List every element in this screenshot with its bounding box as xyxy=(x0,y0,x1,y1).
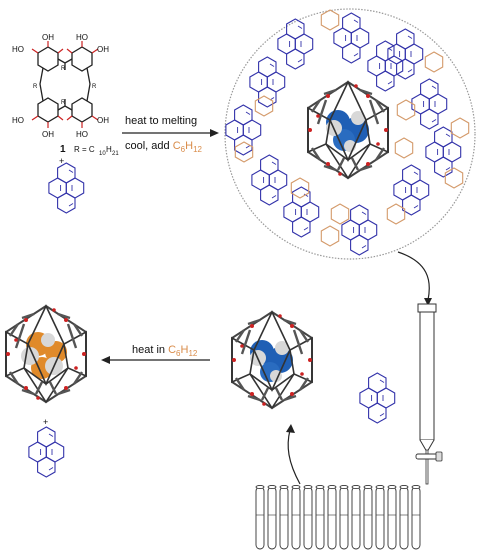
arrow-heat-solvent: heat in C6H12 xyxy=(101,344,210,364)
solvent-c: C xyxy=(173,140,181,152)
curved-arrow xyxy=(397,251,430,301)
compound-number: 1 xyxy=(60,144,66,155)
solvent-sub: 12 xyxy=(188,349,197,358)
solvent-c: C xyxy=(168,344,176,356)
pyrene-icon xyxy=(48,162,85,214)
arrow-label-heat: heat to melting xyxy=(125,115,197,127)
cool-add-text: cool, add xyxy=(125,140,173,152)
test-tube-icon xyxy=(363,484,373,550)
hydroxyl-label: OH xyxy=(97,45,109,54)
capsule-with-pyrene-guests xyxy=(230,310,314,410)
pyrene-icon xyxy=(359,372,396,424)
test-tube-icon xyxy=(375,484,385,550)
hydroxyl-label: OH xyxy=(42,130,54,139)
molecule-1: HO OH HO OH HO OH HO OH R R R R 1 R = C … xyxy=(12,33,119,166)
test-tube-icon xyxy=(267,484,277,550)
solvent-h: H xyxy=(181,344,189,356)
plus-sign: + xyxy=(43,417,48,427)
r-label: R xyxy=(61,66,66,72)
test-tube-icon xyxy=(351,484,361,550)
substituent-prefix: R = C xyxy=(74,145,95,154)
test-tube-icon xyxy=(303,484,313,550)
solvent-h: H xyxy=(185,140,193,152)
test-tube-icon xyxy=(279,484,289,550)
r-label: R xyxy=(92,84,97,90)
test-tube-icon xyxy=(399,484,409,550)
hydroxyl-label: HO xyxy=(12,45,24,54)
arrow-head xyxy=(424,298,432,306)
pyrene-icon xyxy=(28,426,65,478)
test-tube-icon xyxy=(291,484,301,550)
solvent-sub: 6 xyxy=(176,349,181,358)
test-tube-icon xyxy=(327,484,337,550)
hydroxyl-label: HO xyxy=(12,116,24,125)
solvent-sub: 12 xyxy=(193,145,202,154)
hydroxyl-label: HO xyxy=(76,33,88,42)
curved-arrow xyxy=(287,429,301,485)
plus-sign: + xyxy=(59,156,64,166)
test-tube-icon xyxy=(339,484,349,550)
melt-circle xyxy=(224,8,476,260)
heat-in-text: heat in xyxy=(132,344,168,356)
substituent-sub: 10 xyxy=(99,151,106,157)
capsule-with-pyrene-guests xyxy=(306,80,390,180)
hydroxyl-label: OH xyxy=(97,116,109,125)
substituent-sub: 21 xyxy=(112,151,119,157)
test-tube-icon xyxy=(411,484,421,550)
hydroxyl-label: OH xyxy=(42,33,54,42)
fraction-tubes xyxy=(255,484,421,550)
chromatography-column xyxy=(415,303,443,485)
test-tube-icon xyxy=(387,484,397,550)
arrow-head xyxy=(286,424,295,433)
substituent-h: H xyxy=(106,145,112,154)
arrow-label-heat-in: heat in C6H12 xyxy=(132,344,198,358)
arrow-label-cool: cool, add C6H12 xyxy=(125,140,203,154)
test-tube-icon xyxy=(315,484,325,550)
arrow-heat-melt: heat to melting cool, add C6H12 xyxy=(122,115,219,154)
r-label: R xyxy=(61,100,66,106)
solvent-sub: 6 xyxy=(181,145,186,154)
r-label: R xyxy=(33,84,38,90)
capsule-with-cyclohexane-guests xyxy=(4,304,88,404)
test-tube-icon xyxy=(255,484,265,550)
hydroxyl-label: HO xyxy=(76,130,88,139)
